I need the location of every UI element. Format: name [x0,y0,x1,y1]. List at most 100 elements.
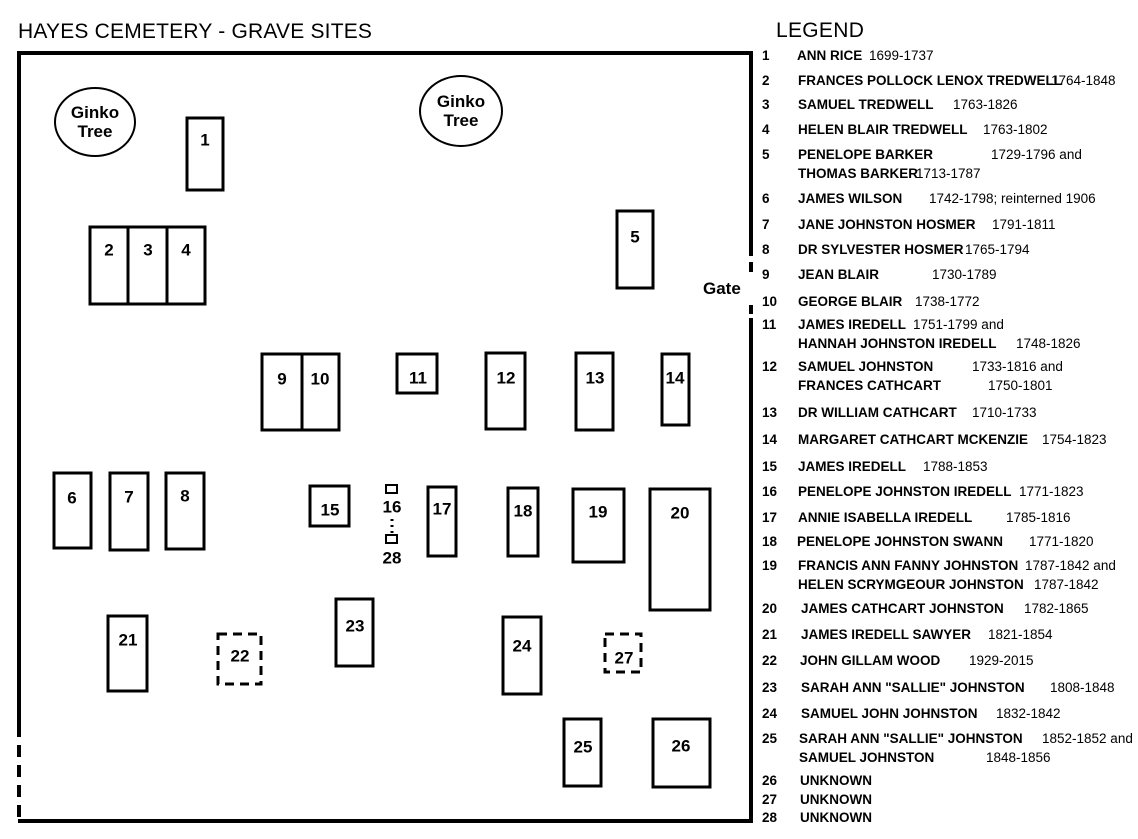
legend-name: JEAN BLAIR [798,267,880,282]
grave-plot-2: 2 [88,225,130,306]
grave-plot-23: 23 [334,597,375,668]
legend-dates: 1787-1842 and [1025,558,1116,573]
legend-dates: 1742-1798; reinterned 1906 [929,191,1096,206]
legend-dates: 1763-1802 [983,122,1048,137]
plot-number: 3 [143,240,152,259]
grave-plot-8: 8 [164,471,206,551]
legend-name: PENELOPE JOHNSTON IREDELL [798,484,1012,499]
legend-name: ANNIE ISABELLA IREDELL [798,510,973,525]
legend-name: MARGARET CATHCART MCKENZIE [798,432,1028,447]
plot-outline [562,717,603,788]
grave-plot-26: 26 [651,717,712,789]
plot-number: 22 [231,646,250,665]
legend-name: SAMUEL JOHN JOHNSTON [801,706,978,721]
grave-plot-6: 6 [52,471,93,550]
legend-dates: 1788-1853 [923,459,988,474]
plot-number: 19 [589,502,608,521]
legend-dates: 1710-1733 [972,405,1037,420]
legend-number: 23 [762,680,778,695]
plot-outline [615,209,655,290]
plot-number: 21 [119,630,138,649]
grave-plot-15: 15 [308,484,351,528]
plot-outline [426,485,458,558]
legend-dates: 1750-1801 [988,377,1053,393]
legend-dates: 1764-1848 [1051,73,1116,88]
legend-number: 9 [762,267,770,282]
grave-plot-22: 22 [216,632,263,686]
legend-name: SAMUEL JOHNSTON [799,749,935,765]
legend-name: UNKNOWN [800,792,872,807]
plot-outline [574,351,615,432]
grave-plot-18: 18 [506,486,540,558]
legend-name: DR SYLVESTER HOSMER [798,242,964,257]
legend-dates: 1751-1799 and [913,317,1004,332]
plot-outline [216,632,263,686]
grave-plot-16: 16 [383,484,402,516]
legend-name: UNKNOWN [800,810,872,825]
tree-label-line1: Ginko [70,103,120,122]
plot-number: 1 [200,130,209,149]
legend-dates: 1699-1737 [869,48,934,63]
legend-number: 17 [762,510,778,525]
legend-dates: 1782-1865 [1024,601,1089,616]
plot-number: 25 [574,737,593,756]
legend-name: JANE JOHNSTON HOSMER [798,217,976,232]
legend-name: SARAH ANN "SALLIE" JOHNSTON [799,731,1023,746]
legend-number: 4 [762,122,770,137]
plot-number: 16 [383,497,402,516]
plot-number: 11 [409,368,427,387]
plot-outline [164,471,206,551]
legend-name: UNKNOWN [800,773,872,788]
grave-plot-7: 7 [108,471,150,552]
legend-number: 6 [762,191,770,206]
plot-number: 28 [383,548,402,567]
legend-dates: 1848-1856 [986,749,1051,765]
legend-dates: 1787-1842 [1034,576,1099,592]
plot-outline [108,471,150,552]
legend-number: 19 [762,558,778,573]
legend-number: 28 [762,810,778,825]
grave-plot-19: 19 [571,487,626,564]
plot-outline [52,471,93,550]
legend-name: HELEN SCRYMGEOUR JOHNSTON [798,576,1024,592]
plot-outline [300,352,341,432]
legend-dates: 1733-1816 and [972,359,1063,374]
legend-name: SAMUEL TREDWELL [798,97,934,112]
legend-number: 12 [762,359,778,374]
plot-outline [395,352,439,395]
legend-number: 14 [762,432,778,447]
plot-outline [506,486,540,558]
plot-outline [88,225,130,306]
legend-name: JAMES WILSON [798,191,903,206]
legend-name: SARAH ANN "SALLIE" JOHNSTON [801,680,1025,695]
legend-dates: 1821-1854 [988,627,1053,642]
legend-number: 16 [762,484,778,499]
plot-outline [571,487,626,564]
plot-outline [165,225,207,306]
legend-number: 13 [762,405,778,420]
legend-dates: 1771-1823 [1019,484,1084,499]
grave-plot-21: 21 [106,614,149,693]
legend-number: 24 [762,706,778,721]
legend-dates: 1785-1816 [1006,510,1071,525]
legend-name: JAMES IREDELL [798,459,907,474]
plot-outline [660,352,691,427]
grave-plot-12: 12 [484,351,527,431]
plot-number: 18 [514,501,533,520]
legend-name: HANNAH JOHNSTON IREDELL [798,335,997,351]
grave-plot-20: 20 [648,487,712,612]
plot-number: 12 [497,368,516,387]
legend-dates: 1929-2015 [969,653,1034,668]
legend-dates: 1808-1848 [1050,680,1115,695]
plot-number: 2 [104,240,113,259]
grave-plot-9: 9 [260,352,304,432]
legend-name: JAMES IREDELL SAWYER [801,627,972,642]
plot-number: 24 [513,636,532,655]
legend-name: DR WILLIAM CATHCART [798,405,957,420]
legend-dates: 1763-1826 [953,97,1018,112]
legend-name: FRANCES CATHCART [798,377,941,393]
plot-number: 4 [181,240,191,259]
legend-dates: 1738-1772 [915,294,980,309]
